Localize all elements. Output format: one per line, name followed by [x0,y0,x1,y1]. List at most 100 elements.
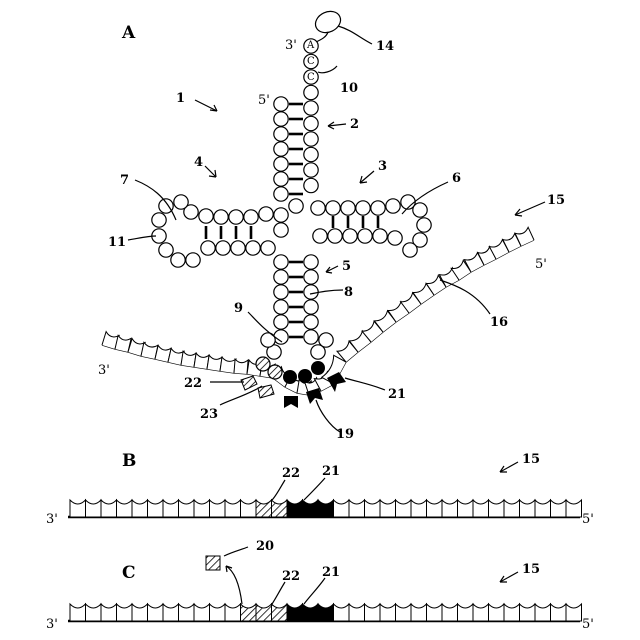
nucleotide [371,201,385,215]
codon-unit [272,604,288,621]
nucleotide [274,255,288,269]
codon-unit [411,604,427,621]
nucleotide [186,253,200,267]
label-19: 19 [336,427,354,442]
nucleotide [358,229,372,243]
nucleotide [304,116,318,130]
codon-unit [117,500,133,517]
codon-unit [225,604,241,621]
nucleotide [274,270,288,284]
codon-unit [551,500,567,517]
nucleotide [304,85,318,99]
nucleotide [274,208,288,222]
nucleotide [304,270,318,284]
codon-unit [287,500,303,517]
nucleotide [313,229,327,243]
nucleotide [214,210,228,224]
codon-unit [520,604,536,621]
codon-unit [194,604,210,621]
nucleotide [304,101,318,115]
label-10: 10 [340,81,358,96]
nucleotide [326,201,340,215]
nucleotide [261,241,275,255]
base-c-1: C [307,56,315,67]
codon-unit [458,604,474,621]
nucleotide [388,231,402,245]
panel-c-label: C [122,563,136,583]
codon-unit [535,500,551,517]
nucleotide [386,199,400,213]
label-8: 8 [344,285,353,300]
codon-unit [489,604,505,621]
codon-unit [148,604,164,621]
codon-unit [473,604,489,621]
codon-unit [411,500,427,517]
nucleotide [274,315,288,329]
codon-unit [132,500,148,517]
nucleotide [328,229,342,243]
nucleotide [216,241,230,255]
codon-unit [210,500,226,517]
nucleotide [417,218,431,232]
codon-unit [365,604,381,621]
codon-unit [86,500,102,517]
nucleotide [304,178,318,192]
label-2: 2 [350,117,359,132]
codon-unit [86,604,102,621]
label-22-c: 22 [282,569,300,584]
codon-unit [241,500,257,517]
codon-unit [535,604,551,621]
codon-unit [396,604,412,621]
label-6: 6 [452,171,461,186]
codon-unit [256,604,272,621]
label-15-c: 15 [522,562,540,577]
codon-unit [181,351,196,367]
mrna-a-three-prime: 3' [98,363,110,378]
trna-five-prime: 5' [258,93,270,108]
codon-unit [101,604,117,621]
nucleotide [244,210,258,224]
codon-unit [442,500,458,517]
nucleotide [304,147,318,161]
codon-unit [210,604,226,621]
codon-unit [256,500,272,517]
mrna-c-three-prime: 3' [46,617,58,632]
label-20: 20 [256,539,274,554]
nucleotide [274,285,288,299]
mrna-a-five-prime: 5' [535,257,547,272]
nucleotide [304,132,318,146]
codon-unit [117,604,133,621]
nucleotide [311,201,325,215]
codon-unit [220,357,236,373]
label-7: 7 [120,173,129,188]
codon-unit [287,604,303,621]
codon-unit [194,353,209,369]
codon-unit [163,500,179,517]
codon-unit [520,500,536,517]
label-15-b: 15 [522,452,540,467]
nucleotide [319,333,333,347]
base-c-2: C [307,72,315,83]
nucleotide [343,229,357,243]
label-22-b: 22 [282,466,300,481]
codon-unit [380,604,396,621]
codon-unit [566,604,582,621]
label-16: 16 [490,315,508,330]
nucleotide [304,285,318,299]
codon-unit [504,500,520,517]
codon-unit [458,500,474,517]
codon-unit [70,604,86,621]
nucleotide [304,330,318,344]
nucleotide [274,223,288,237]
trna-three-prime: 3' [285,38,297,53]
codon-unit [303,604,319,621]
label-5: 5 [342,259,351,274]
codon-unit [551,604,567,621]
codon-unit [303,500,319,517]
codon-unit [489,500,505,517]
mrna-b-five-prime: 5' [582,512,594,527]
nucleotide [274,187,288,201]
nucleotide [274,172,288,186]
nucleotide [341,201,355,215]
released-codon [206,556,220,570]
